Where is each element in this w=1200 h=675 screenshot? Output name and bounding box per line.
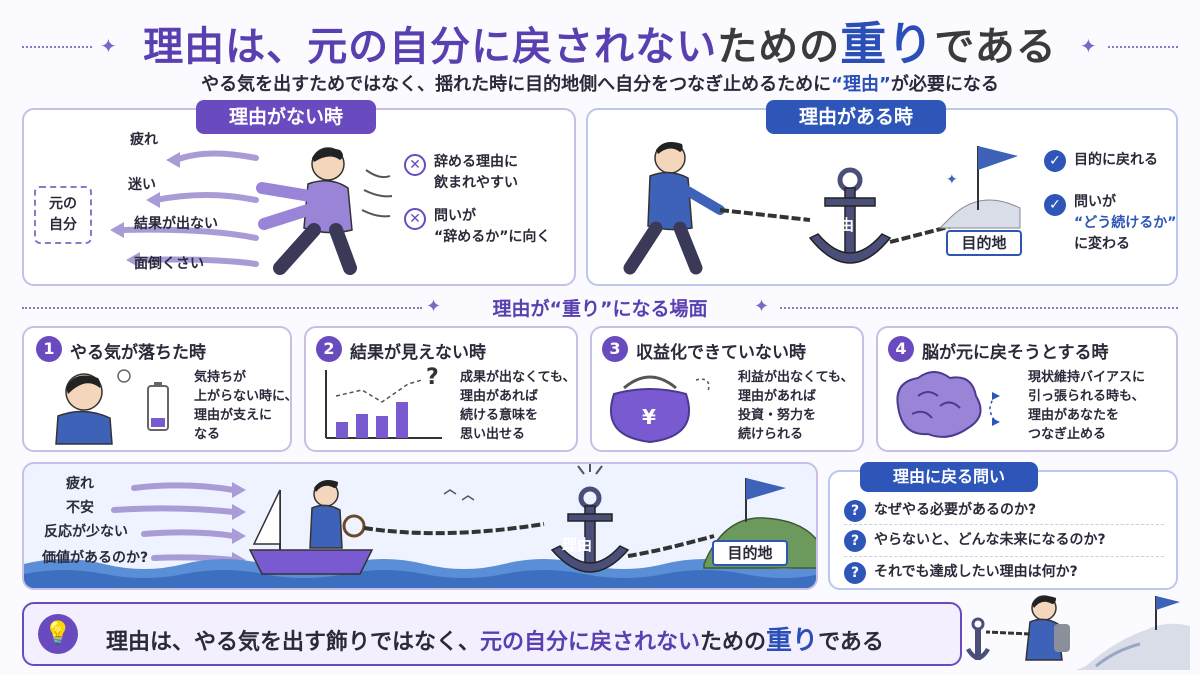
question-divider — [844, 556, 1164, 557]
conclusion-bar — [22, 602, 962, 666]
self-box: 元の 自分 — [34, 186, 92, 244]
question-icon: ? — [844, 500, 866, 522]
card-title: 脳が元に戻そうとする時 — [922, 343, 1109, 363]
force-label: 迷い — [128, 177, 156, 193]
question-divider — [844, 524, 1164, 525]
boat-goal-label: 目的地 — [712, 540, 788, 566]
card-text: 利益が出なくても、 理由があれば 投資・努力を 続けられる — [738, 370, 854, 442]
title-part5: である — [934, 24, 1057, 70]
goal-label: 目的地 — [946, 230, 1022, 256]
questions-heading: 理由に戻る問い — [860, 462, 1038, 492]
without-point: 辞める理由に 飲まれやすい — [434, 154, 518, 191]
question-item: それでも達成したい理由は何か? — [874, 564, 1078, 580]
sparkle-icon: ✦ — [100, 34, 117, 58]
title-divider-right — [1108, 46, 1178, 48]
question-item: なぜやる必要があるのか? — [874, 502, 1037, 518]
boat-anchor-label: 理由 — [562, 536, 593, 554]
without-point: 問いが “辞めるか”に向く — [434, 208, 551, 245]
anchor-label: 理由 — [824, 216, 855, 234]
tired-person-illustration — [55, 369, 169, 445]
card-text: 成果が出なくても、 理由があれば 続ける意味を 思い出せる — [460, 370, 576, 442]
sparkle-icon: ✦ — [754, 296, 770, 317]
card-number: 2 — [316, 336, 342, 362]
anchor-pull-illustration: ✦ — [623, 142, 1021, 275]
boat-scene-panel — [22, 462, 818, 590]
card-number: 4 — [888, 336, 914, 362]
title-divider-left — [22, 46, 92, 48]
title-part4: 重り — [840, 17, 935, 71]
boat-scene-illustration — [24, 464, 816, 588]
wind-arrows-left — [110, 150, 259, 268]
svg-text:?: ? — [426, 366, 439, 390]
boat-force-label: 不安 — [66, 500, 94, 516]
scenes-heading: 理由が“重り”になる場面 — [492, 298, 708, 320]
lightbulb-icon: 💡 — [38, 614, 78, 654]
check-icon: ✓ — [1044, 150, 1066, 172]
card-number: 1 — [36, 336, 62, 362]
section-divider-left — [22, 307, 422, 309]
card-title: やる気が落ちた時 — [70, 343, 206, 363]
section-divider-right — [780, 307, 1178, 309]
with-point: 問いが “どう続けるか” に変わる — [1074, 194, 1177, 252]
title-part2: 元の自分に戻されない — [307, 24, 718, 70]
conclusion-text: 理由は、やる気を出す飾りではなく、元の自分に戻されないための重りである — [106, 626, 884, 656]
bar-chart-icon: ? — [325, 366, 442, 439]
x-mark-icon: ✕ — [404, 208, 426, 230]
scene-card — [304, 326, 578, 452]
coin-purse-icon: ¥ — [609, 375, 710, 444]
walker-with-anchor-illustration — [966, 595, 1190, 670]
x-mark-icon: ✕ — [404, 154, 426, 176]
page-subtitle: やる気を出すためではなく、揺れた時に目的地側へ自分をつなぎ止めるために“理由”が… — [201, 74, 999, 95]
sparkle-icon: ✦ — [1080, 34, 1097, 58]
with-point: 目的に戻れる — [1074, 152, 1158, 168]
heading-with-reason: 理由がある時 — [766, 100, 946, 134]
title-part3: ための — [717, 24, 841, 70]
svg-text:¥: ¥ — [642, 405, 656, 429]
boat-force-label: 疲れ — [66, 476, 94, 492]
boat-force-label: 反応が少ない — [44, 524, 128, 540]
force-label: 疲れ — [130, 132, 158, 148]
force-label: 結果が出ない — [134, 216, 218, 232]
question-item: やらないと、どんな未来になるのか? — [874, 532, 1106, 548]
card-title: 収益化できていない時 — [636, 343, 806, 363]
check-icon: ✓ — [1044, 194, 1066, 216]
page-title: 理由は、元の自分に戻されないための重りである — [0, 8, 1200, 74]
title-part1: 理由は、 — [143, 24, 308, 70]
heading-without-reason: 理由がない時 — [196, 100, 376, 134]
card-title: 結果が見えない時 — [350, 343, 486, 363]
brain-icon — [896, 371, 1000, 438]
sparkle-icon: ✦ — [426, 296, 442, 317]
card-number: 3 — [602, 336, 628, 362]
question-icon: ? — [844, 530, 866, 552]
question-icon: ? — [844, 562, 866, 584]
card-text: 気持ちが 上がらない時に、 理由が支えに なる — [194, 370, 298, 442]
boat-force-label: 価値があるのか? — [42, 550, 149, 566]
person-blown-back-illustration — [256, 147, 393, 275]
svg-text:✦: ✦ — [946, 172, 958, 188]
subtitle-highlight: “理由” — [831, 74, 891, 95]
card-text: 現状維持バイアスに 引っ張られる時も、 理由があなたを つなぎ止める — [1028, 370, 1146, 442]
force-label: 面倒くさい — [134, 256, 204, 272]
